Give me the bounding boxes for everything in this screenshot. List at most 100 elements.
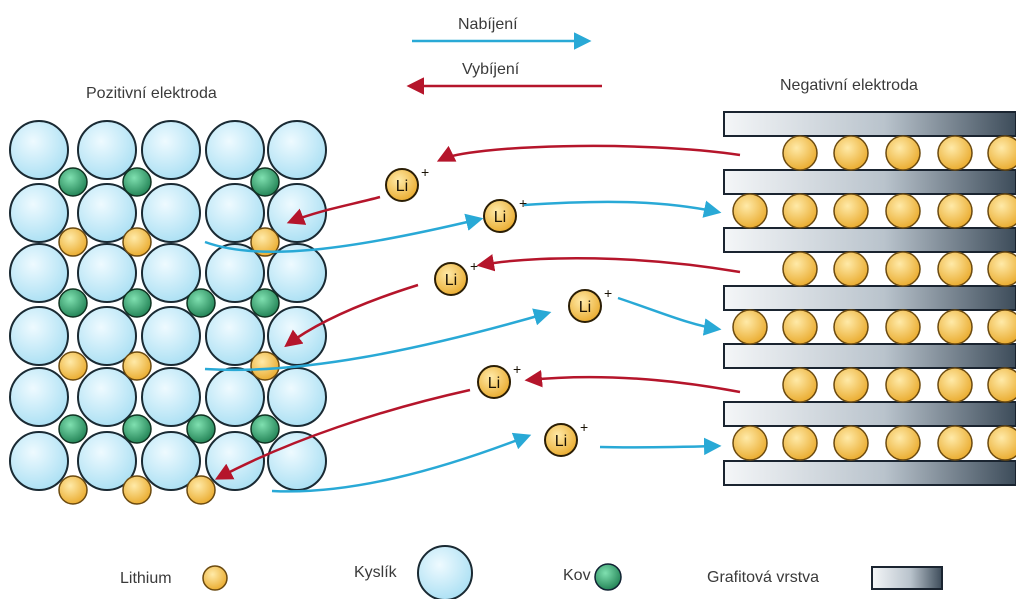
intercalated-lithium <box>833 425 869 461</box>
metal-atom <box>58 167 88 197</box>
positive-electrode-lattice <box>9 120 327 505</box>
oxygen-atom <box>267 306 327 366</box>
li-ion-symbol: Li <box>488 375 500 392</box>
oxygen-atom <box>267 367 327 427</box>
intercalated-lithium <box>937 135 973 171</box>
graphite-layer <box>723 460 1016 486</box>
oxygen-atom <box>77 243 137 303</box>
intercalated-lithium <box>732 309 768 345</box>
li-ion-symbol: Li <box>494 209 506 226</box>
lithium-atom <box>186 475 216 505</box>
intercalated-lithium <box>885 367 921 403</box>
metal-atom <box>58 288 88 318</box>
graphite-layer <box>723 169 1016 195</box>
intercalated-lithium <box>937 425 973 461</box>
oxygen-atom <box>141 367 201 427</box>
lithium-atom <box>122 475 152 505</box>
intercalated-lithium <box>732 193 768 229</box>
li-ion <box>385 168 419 202</box>
li-ion-charge: + <box>421 164 429 180</box>
lithium-atom <box>122 227 152 257</box>
oxygen-atom <box>77 306 137 366</box>
graphite-layer <box>723 343 1016 369</box>
oxygen-atom <box>9 306 69 366</box>
intercalated-lithium <box>987 367 1016 403</box>
legend-oxygen-icon <box>417 545 473 599</box>
lithium-atom <box>58 227 88 257</box>
intercalated-lithium <box>782 251 818 287</box>
intercalated-lithium <box>885 425 921 461</box>
intercalated-lithium <box>833 193 869 229</box>
li-ion <box>544 423 578 457</box>
li-ion-charge: + <box>604 285 612 301</box>
legend-oxygen-label: Kyslík <box>354 564 397 581</box>
discharging-label: Vybíjení <box>462 61 520 78</box>
oxygen-atom <box>141 431 201 491</box>
charging-label: Nabíjení <box>458 16 518 33</box>
intercalated-lithium <box>885 193 921 229</box>
intercalated-lithium <box>885 251 921 287</box>
oxygen-atom <box>205 367 265 427</box>
intercalated-lithium <box>782 135 818 171</box>
ion-flow-arrow <box>617 296 722 336</box>
legend-graphite-label: Grafitová vrstva <box>707 569 820 586</box>
metal-atom <box>186 288 216 318</box>
metal-atom <box>186 414 216 444</box>
ion-flow-arrow <box>204 213 484 254</box>
ion-flows: Li+Li+Li+Li+Li+Li+ <box>204 144 741 493</box>
li-ion <box>483 199 517 233</box>
graphite-layer <box>723 227 1016 253</box>
negative-electrode-graphite <box>723 111 1016 486</box>
metal-atom <box>250 167 280 197</box>
legend-metal-label: Kov <box>563 567 591 584</box>
li-ion-charge: + <box>580 419 588 435</box>
oxygen-atom <box>77 183 137 243</box>
ion-flow-arrow <box>214 388 471 480</box>
oxygen-atom <box>205 120 265 180</box>
ion-flow-arrow <box>284 283 419 348</box>
intercalated-lithium <box>885 135 921 171</box>
lithium-atom <box>250 351 280 381</box>
metal-atom <box>122 288 152 318</box>
oxygen-atom <box>141 183 201 243</box>
intercalated-lithium <box>937 193 973 229</box>
metal-atom <box>58 414 88 444</box>
li-ion-symbol: Li <box>396 178 408 195</box>
metal-atom <box>250 414 280 444</box>
li-ion <box>568 289 602 323</box>
li-ion-symbol: Li <box>445 272 457 289</box>
intercalated-lithium <box>782 309 818 345</box>
intercalated-lithium <box>732 425 768 461</box>
oxygen-atom <box>267 120 327 180</box>
oxygen-atom <box>77 120 137 180</box>
lithium-atom <box>122 351 152 381</box>
oxygen-atom <box>205 306 265 366</box>
oxygen-atom <box>9 431 69 491</box>
ion-flow-arrow <box>476 254 741 274</box>
li-ion-symbol: Li <box>579 299 591 316</box>
negative-electrode-label: Negativní elektroda <box>780 77 918 94</box>
graphite-layer <box>723 285 1016 311</box>
intercalated-lithium <box>987 425 1016 461</box>
oxygen-atom <box>205 243 265 303</box>
intercalated-lithium <box>987 135 1016 171</box>
oxygen-atom <box>9 367 69 427</box>
legend-lithium-icon <box>202 565 228 591</box>
li-ion-charge: + <box>519 195 527 211</box>
intercalated-lithium <box>782 367 818 403</box>
intercalated-lithium <box>782 425 818 461</box>
ion-flow-arrow <box>286 195 381 225</box>
graphite-layer <box>723 401 1016 427</box>
legend-graphite-icon <box>871 566 943 590</box>
ion-flow-arrow <box>524 369 741 394</box>
ion-flow-arrow <box>436 144 741 162</box>
intercalated-lithium <box>833 309 869 345</box>
lithium-atom <box>58 351 88 381</box>
oxygen-atom <box>77 431 137 491</box>
oxygen-atom <box>141 243 201 303</box>
metal-atom <box>122 414 152 444</box>
intercalated-lithium <box>987 193 1016 229</box>
oxygen-atom <box>9 183 69 243</box>
lithium-atom <box>250 227 280 257</box>
